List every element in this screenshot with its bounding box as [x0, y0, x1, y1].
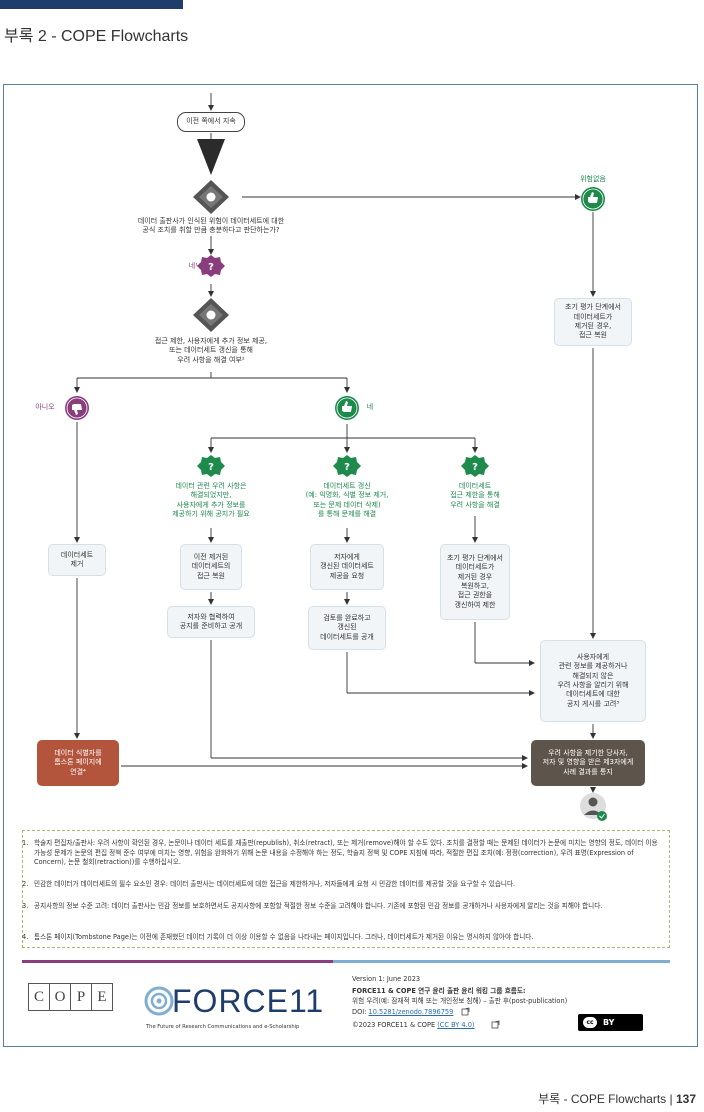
restrict-access-box: 초기 평가 단계에서 데이터세트가 제거된 경우 복원하고, 접근 권한을 갱신… — [440, 544, 510, 620]
doi-link[interactable]: 10.5281/zenodo.7896759 — [368, 1008, 454, 1016]
question-badge-icon: ? — [197, 455, 225, 477]
branch-restrict-access: 데이터세트 접근 제한을 통해 우려 사항을 해결 — [450, 482, 500, 509]
consider-notice-box: 사용자에게 관련 정보를 제공하거나 해결되지 않은 우려 사항을 알리기 위해… — [540, 640, 646, 722]
flowchart-frame — [3, 84, 698, 1047]
footnote-1: 1. 학술지 편집자/출판사: 우려 사항이 확인된 경우, 논문이나 데이터 … — [22, 839, 658, 866]
force11-globe-icon — [144, 986, 174, 1016]
decision-diamond-icon — [193, 180, 229, 214]
page-number: 137 — [675, 1092, 696, 1106]
flowchart-subtitle: 위험 우려(예: 잠재적 피해 또는 개인정보 침해) – 출판 후(post-… — [352, 997, 568, 1005]
top-accent-bar — [0, 0, 183, 9]
force11-logo-text: FORCE11 — [172, 983, 325, 1019]
notify-parties-box: 우려 사항을 제기한 당사자, 저자 및 영향을 받은 제3자에게 사례 결과를… — [531, 740, 645, 786]
start-box: 이전 쪽에서 지속 — [177, 112, 245, 132]
restore-access-right-box: 초기 평가 단계에서 데이터세트가 제거된 경우, 접근 복원 — [554, 298, 632, 346]
external-link-icon — [491, 1020, 500, 1029]
yes1-label: 네¹ — [188, 262, 198, 270]
no-label: 아니오 — [35, 403, 55, 411]
thumbs-up-icon — [335, 396, 359, 420]
license-link[interactable]: (CC BY 4.0) — [437, 1021, 475, 1029]
external-link-icon — [461, 1007, 470, 1016]
remove-dataset-box: 데이터세트 제거 — [48, 544, 106, 576]
funnel-triangle — [197, 139, 225, 175]
question-resolve-concern: 접근 제한, 사용자에게 추가 정보 제공, 또는 데이터세트 갱신을 통해 우… — [154, 337, 268, 364]
force11-tagline: The Future of Research Communications an… — [146, 1024, 300, 1030]
restore-removed-box: 이전 제거된 데이터세트의 접근 복원 — [180, 544, 242, 590]
footnote-3: 3. 공지사항의 정보 수준 고려: 데이터 출판사는 민감 정보를 보호하면서… — [22, 902, 603, 910]
cc-by-badge: cc BY — [578, 1014, 643, 1031]
flowchart-title: FORCE11 & COPE 연구 윤리 출판 윤리 워킹 그룹 흐름도: — [352, 987, 526, 995]
page-title: 부록 2 - COPE Flowcharts — [4, 28, 189, 45]
svg-text:?: ? — [208, 262, 214, 273]
question-badge-icon: ? — [197, 255, 225, 277]
question-badge-icon: ? — [461, 455, 489, 477]
cc-icon: cc — [583, 1017, 597, 1028]
user-avatar-icon — [580, 793, 607, 821]
thumbs-down-icon — [65, 396, 89, 420]
footnote-4: 4. 톰스톤 페이지(Tombstone Page)는 이전에 존재했던 데이터… — [22, 933, 534, 941]
yes-label: 네 — [366, 403, 374, 411]
svg-text:?: ? — [208, 462, 214, 473]
footnote-2: 2. 민감한 데이터가 데이터세트의 필수 요소인 경우: 데이터 출판사는 데… — [22, 880, 516, 888]
thumbs-up-icon — [581, 187, 605, 211]
question-badge-icon: ? — [333, 455, 361, 477]
request-updated-box: 저자에게 갱신된 데이터세트 제공을 요청 — [310, 544, 384, 590]
svg-text:?: ? — [472, 462, 478, 473]
decision-diamond-icon — [193, 298, 229, 332]
page-footer: 부록 - COPE Flowcharts | 137 — [538, 1092, 696, 1106]
divider-rule — [22, 960, 670, 963]
svg-text:?: ? — [344, 462, 350, 473]
tombstone-link-box: 데이터 식별자를 톰스톤 페이지에 연결⁴ — [37, 740, 119, 786]
no-risk-label: 위험없음 — [580, 175, 606, 183]
branch-notice-needed: 데이터 관련 우려 사항은 해결되었지만, 사용자에게 추가 정보를 제공하기 … — [172, 482, 250, 519]
doi-line: DOI: 10.5281/zenodo.7896759 — [352, 1008, 454, 1016]
branch-update-dataset: 데이터세트 갱신 (예: 익명화, 식별 정보 제거, 또는 문제 데이터 삭제… — [305, 482, 389, 519]
footnotes-panel — [22, 830, 670, 948]
question-risk-sufficient: 데이터 출판사가 인식된 위험이 데이터세트에 대한 공식 조치를 취할 만큼 … — [137, 217, 285, 235]
prepare-notice-box: 저자와 협력하여 공지를 준비하고 공개 — [167, 606, 255, 638]
publish-updated-box: 검토를 완료하고 갱신된 데이터세트를 공개 — [308, 606, 386, 650]
cope-logo: C O P E — [28, 983, 113, 1011]
version-text: Version 1: June 2023 — [352, 975, 421, 983]
copyright-line: ©2023 FORCE11 & COPE (CC BY 4.0) — [352, 1021, 475, 1029]
